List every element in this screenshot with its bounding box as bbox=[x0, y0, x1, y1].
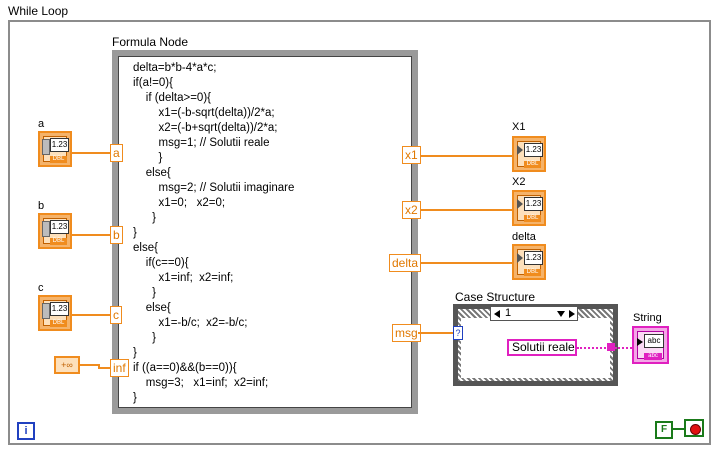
wire-b[interactable] bbox=[72, 234, 110, 236]
stop-condition-terminal[interactable] bbox=[684, 419, 704, 437]
wire-c[interactable] bbox=[72, 314, 110, 316]
numeric-indicator-x2[interactable]: 1.23 DBL bbox=[512, 190, 546, 226]
indicator-arrow-icon bbox=[517, 145, 523, 155]
previous-case-icon[interactable] bbox=[494, 310, 500, 318]
iteration-terminal[interactable]: i bbox=[17, 422, 35, 440]
control-c-label: c bbox=[38, 282, 44, 294]
numeric-control-b[interactable]: 1.23 DBL bbox=[38, 213, 72, 249]
string-indicator-value: abc bbox=[644, 334, 664, 348]
indicator-x2-label: X2 bbox=[512, 176, 526, 188]
case-output-tunnel[interactable] bbox=[607, 343, 615, 351]
while-loop-label: While Loop bbox=[8, 4, 69, 18]
numeric-value-c[interactable]: 1.23 bbox=[50, 302, 69, 316]
string-wire-outer[interactable] bbox=[615, 347, 632, 349]
wire-x1[interactable] bbox=[420, 155, 512, 157]
indicator-arrow-icon bbox=[637, 338, 643, 346]
numeric-indicator-x1[interactable]: 1.23 DBL bbox=[512, 136, 546, 172]
indicator-arrow-icon bbox=[517, 253, 523, 263]
indicator-x1-label: X1 bbox=[512, 121, 526, 133]
increment-arrows-icon[interactable] bbox=[42, 139, 50, 155]
wire-inf[interactable] bbox=[80, 364, 100, 366]
control-a-label: a bbox=[38, 118, 45, 130]
string-type-tag: abc bbox=[644, 353, 662, 360]
increment-arrows-icon[interactable] bbox=[42, 221, 50, 237]
indicator-string-label: String bbox=[633, 312, 662, 324]
case-selector-value[interactable]: 1 bbox=[505, 307, 512, 319]
formula-input-a[interactable]: a bbox=[110, 144, 123, 162]
formula-input-inf[interactable]: inf bbox=[110, 359, 129, 377]
indicator-delta-label: delta bbox=[512, 231, 536, 243]
numeric-control-c[interactable]: 1.23 DBL bbox=[38, 295, 72, 331]
false-constant[interactable]: F bbox=[655, 421, 673, 439]
numeric-control-a[interactable]: 1.23 DBL bbox=[38, 131, 72, 167]
formula-node-label: Formula Node bbox=[112, 35, 189, 49]
control-b-label: b bbox=[38, 200, 45, 212]
string-wire-inner[interactable] bbox=[577, 347, 609, 349]
indicator-arrow-icon bbox=[517, 199, 523, 209]
wire-x2[interactable] bbox=[420, 209, 512, 211]
case-dropdown-icon[interactable] bbox=[557, 311, 565, 317]
numeric-value-b[interactable]: 1.23 bbox=[50, 220, 69, 234]
stop-icon bbox=[690, 424, 701, 435]
wire-a[interactable] bbox=[72, 152, 110, 154]
dbl-type-tag: DBL bbox=[50, 238, 67, 245]
dbl-type-tag: DBL bbox=[50, 320, 67, 327]
stop-wire[interactable] bbox=[673, 428, 684, 430]
formula-input-b[interactable]: b bbox=[110, 226, 123, 244]
wire-delta[interactable] bbox=[420, 262, 512, 264]
increment-arrows-icon[interactable] bbox=[42, 303, 50, 319]
indicator-value-x2: 1.23 bbox=[524, 197, 543, 211]
wire-inf-vertical[interactable] bbox=[98, 364, 100, 368]
dbl-type-tag: DBL bbox=[524, 215, 541, 222]
string-indicator[interactable]: abc abc bbox=[632, 326, 669, 364]
indicator-value-delta: 1.23 bbox=[524, 251, 543, 265]
formula-output-msg[interactable]: msg bbox=[392, 324, 421, 342]
wire-inf-end[interactable] bbox=[98, 367, 110, 369]
case-selector-terminal[interactable]: ? bbox=[453, 326, 463, 340]
numeric-value-a[interactable]: 1.23 bbox=[50, 138, 69, 152]
next-case-icon[interactable] bbox=[569, 310, 575, 318]
wire-msg[interactable] bbox=[418, 332, 456, 334]
formula-output-x1[interactable]: x1 bbox=[402, 146, 421, 164]
positive-infinity-constant[interactable]: +∞ bbox=[54, 356, 80, 374]
formula-output-x2[interactable]: x2 bbox=[402, 201, 421, 219]
indicator-value-x1: 1.23 bbox=[524, 143, 543, 157]
string-constant[interactable]: Solutii reale bbox=[507, 339, 577, 356]
dbl-type-tag: DBL bbox=[524, 269, 541, 276]
dbl-type-tag: DBL bbox=[524, 161, 541, 168]
formula-node[interactable]: delta=b*b-4*a*c; if(a!=0){ if (delta>=0)… bbox=[112, 50, 418, 414]
numeric-indicator-delta[interactable]: 1.23 DBL bbox=[512, 244, 546, 280]
case-selector[interactable]: 1 bbox=[490, 306, 578, 321]
case-structure-label: Case Structure bbox=[455, 290, 536, 304]
formula-input-c[interactable]: c bbox=[110, 306, 122, 324]
formula-output-delta[interactable]: delta bbox=[389, 254, 422, 272]
formula-node-editor[interactable]: delta=b*b-4*a*c; if(a!=0){ if (delta>=0)… bbox=[118, 56, 412, 408]
dbl-type-tag: DBL bbox=[50, 156, 67, 163]
formula-code[interactable]: delta=b*b-4*a*c; if(a!=0){ if (delta>=0)… bbox=[133, 62, 295, 404]
